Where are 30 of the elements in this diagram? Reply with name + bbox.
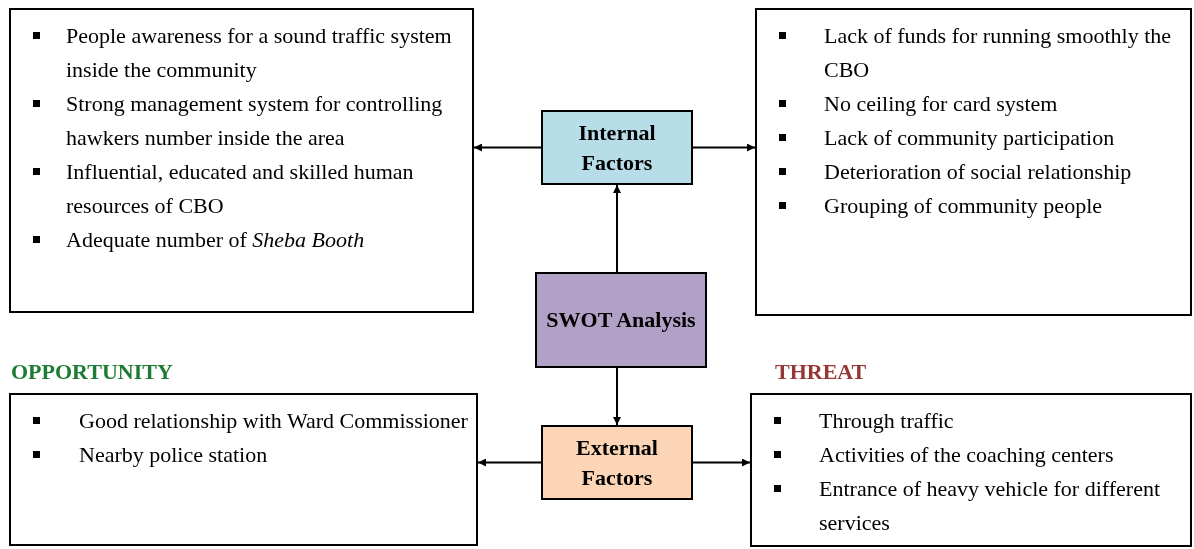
- list-item: People awareness for a sound traffic system inside the community: [66, 23, 452, 82]
- list-item: Entrance of heavy vehicle for different services: [819, 476, 1161, 535]
- list-item: Strong management system for controlling hawkers number inside the area: [66, 91, 443, 150]
- list-box: [9, 8, 474, 313]
- list-item: Lack of community participation: [824, 125, 1115, 150]
- list-item: No ceiling for card system: [824, 91, 1058, 116]
- list-item: Good relationship with Ward Commissioner: [79, 408, 468, 433]
- arrow: [692, 458, 751, 467]
- section-heading: OPPORTUNITY: [11, 358, 173, 386]
- arrow: [692, 143, 756, 152]
- factor-box: [541, 110, 693, 185]
- section-heading: THREAT: [775, 358, 867, 386]
- box-title: Internal Factors: [577, 118, 657, 177]
- list-item: Through traffic: [819, 408, 954, 433]
- list-item: Nearby police station: [79, 442, 268, 467]
- box-title: SWOT Analysis: [545, 306, 697, 334]
- list-item: Activities of the coaching centers: [819, 442, 1114, 467]
- arrow: [473, 143, 542, 152]
- factor-box: [541, 425, 693, 500]
- list-item: Grouping of community people: [824, 193, 1102, 218]
- arrow: [477, 458, 542, 467]
- list-item: Adequate number of Sheba Booth: [66, 227, 365, 252]
- arrow: [613, 367, 621, 426]
- list-item: Influential, educated and skilled human resources of CBO: [66, 159, 414, 218]
- arrow: [613, 184, 621, 273]
- list-box: [755, 8, 1192, 316]
- list-item: Lack of funds for running smoothly the CBO: [824, 23, 1172, 82]
- box-title: External Factors: [575, 433, 659, 492]
- factor-box: [535, 272, 707, 368]
- list-item: Deterioration of social relationship: [824, 159, 1132, 184]
